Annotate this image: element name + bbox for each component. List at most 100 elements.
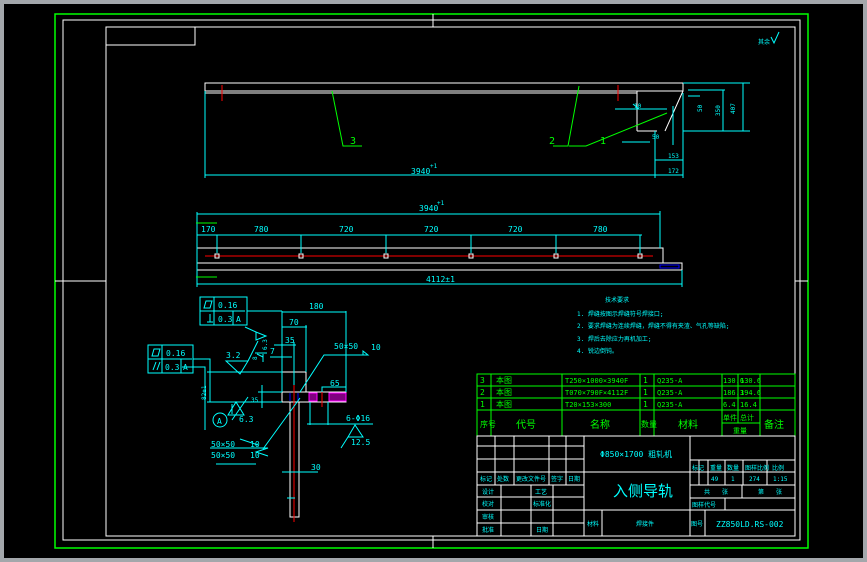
rough-6.3: 6.3 xyxy=(239,415,254,424)
holes-spec: 6-Φ16 xyxy=(346,414,370,423)
dim-407: 407 xyxy=(730,103,737,114)
front-overall-tolerance: +1 xyxy=(430,163,438,170)
tech-req-3: 3. 焊后去除应力再机加工; xyxy=(577,335,651,343)
sheet-total-unit: 张 xyxy=(722,488,728,496)
tech-req-title: 技术要求 xyxy=(605,296,629,304)
top-total-length: 4112±1 xyxy=(426,275,455,284)
spacing-780a: 780 xyxy=(254,225,269,234)
datum-ref-2: A xyxy=(183,363,188,372)
rev-label-doc: 更改文件号 xyxy=(516,475,546,483)
rev-label-mark: 标记 xyxy=(480,475,492,483)
height-82: 82±1 xyxy=(201,385,208,400)
balloon-1: 1 xyxy=(600,136,606,147)
front-overall-length: 3940 xyxy=(411,167,430,176)
flatness-value-1: 0.16 xyxy=(218,301,237,310)
weight-value: 274 xyxy=(749,476,760,483)
front-view: 3 2 1 3940 +1 10 50 50 350 407 153 172 xyxy=(204,82,750,178)
rev-label-sign: 签字 xyxy=(551,475,563,483)
quantity-value: 1 xyxy=(731,476,735,483)
dim-35-left: 35 xyxy=(251,397,259,404)
bom-header-note: 备注 xyxy=(764,418,784,431)
dim-172: 172 xyxy=(668,168,679,175)
spacing-720b: 720 xyxy=(424,225,439,234)
scale-value: 1:15 xyxy=(773,476,788,483)
sheet-no-unit: 张 xyxy=(776,488,782,496)
bom-cell-unit: 186.3 xyxy=(723,389,744,397)
bom-cell-material: Q235-A xyxy=(657,377,683,385)
tech-req-4: 4. 锐边倒钝。 xyxy=(577,347,618,355)
rev-label-date: 日期 xyxy=(568,475,580,483)
attr-label-ratio: 图样比例 xyxy=(745,464,769,472)
bom-cell-no: 3 xyxy=(480,376,485,385)
trim-frame xyxy=(62,19,801,541)
sign-label-approve: 批准 xyxy=(482,526,494,534)
dim-35: 35 xyxy=(285,336,295,345)
bom-cell-qty: 1 xyxy=(643,376,648,385)
mounting-hole xyxy=(383,253,389,259)
center-marks xyxy=(55,14,808,548)
sign-label-review: 审核 xyxy=(482,513,494,521)
attr-label-mark: 标记 xyxy=(692,464,704,472)
weld-top-leg: 10 xyxy=(371,343,381,352)
attr-label-qty: 数量 xyxy=(727,464,739,472)
weld-bottom-2: 50×50 xyxy=(211,451,235,460)
dim-153: 153 xyxy=(668,153,679,160)
balloon-3: 3 xyxy=(350,136,356,147)
fcf-frame-1 xyxy=(199,296,282,326)
dim-65: 65 xyxy=(330,379,340,388)
spacing-720a: 720 xyxy=(339,225,354,234)
bom-header-code: 代号 xyxy=(516,419,536,431)
weld-top-size: 50×50 xyxy=(334,342,358,351)
bom-cell-code: 本图 xyxy=(496,375,512,385)
section-view: 0.16 0.3 A 0.16 0.3 A 180 70 35 7 6.3 3.… xyxy=(147,296,381,522)
attr-label-weight: 重量 xyxy=(710,464,722,472)
sign-label-check: 校对 xyxy=(482,500,494,508)
bom-header-unit: 单件 xyxy=(723,413,737,422)
technical-requirements: 技术要求 1. 焊缝按图示焊缝符号焊接口; 2. 要求焊缝为连续焊缝，焊缝不得有… xyxy=(577,296,729,355)
mounting-holes xyxy=(214,235,643,259)
drawing-code-box xyxy=(105,26,196,46)
bom-cell-qty: 1 xyxy=(643,400,648,409)
sign-label-standard: 标准化 xyxy=(533,500,551,508)
dim-30: 30 xyxy=(311,463,321,472)
top-view: 3940 +1 170 780 720 720 720 780 4112±1 xyxy=(196,200,683,287)
bom-cell-name: T070×790F×4112F xyxy=(565,389,628,397)
top-overall-tolerance: +1 xyxy=(437,200,445,207)
mounting-hole xyxy=(468,253,474,259)
dim-31: 8 xyxy=(252,356,259,360)
drawing-number: ZZ850LD.RS-002 xyxy=(716,520,784,529)
machine-name: Φ850×1700 粗轧机 xyxy=(600,449,672,459)
rev-label-count: 处数 xyxy=(497,475,509,483)
spacing-170: 170 xyxy=(201,225,216,234)
model-space xyxy=(4,4,863,558)
bom-cell-no: 2 xyxy=(480,388,485,397)
mounting-hole xyxy=(637,253,643,259)
parallelism-value: 0.3 xyxy=(165,363,180,372)
sign-label-design: 设计 xyxy=(482,488,494,496)
material-value: 焊接件 xyxy=(636,520,654,528)
sheet-total: 共 xyxy=(704,488,710,496)
bom-cell-unit: 6.4 xyxy=(723,401,736,409)
weld-bottom-1: 50×50 xyxy=(211,440,235,449)
roughness-other-note: 其余 xyxy=(758,38,770,46)
bom-cell-name: T250×1000×3940F xyxy=(565,377,628,385)
dim-70: 70 xyxy=(289,318,299,327)
dim-50-vertical: 50 xyxy=(697,104,704,112)
attr-label-scale: 比例 xyxy=(772,464,784,472)
sign-label-process: 工艺 xyxy=(535,488,547,496)
dim-180: 180 xyxy=(309,302,324,311)
sign-label-date: 日期 xyxy=(536,526,548,534)
bom-cell-code: 本图 xyxy=(496,399,512,409)
bom-cell-no: 1 xyxy=(480,400,485,409)
material-label: 材料 xyxy=(587,520,599,528)
bom-cell-code: 本图 xyxy=(496,387,512,397)
fcf-frame-2 xyxy=(147,344,211,374)
mounting-hole xyxy=(298,253,304,259)
spacing-720c: 720 xyxy=(508,225,523,234)
bom-header-material: 材料 xyxy=(678,418,698,431)
dim-350: 350 xyxy=(715,105,722,116)
roughness-symbol-icon xyxy=(770,31,780,45)
tech-req-2: 2. 要求焊缝为连续焊缝，焊缝不得有夹渣、气孔等缺陷; xyxy=(577,322,729,330)
top-overall-length: 3940 xyxy=(419,204,438,213)
